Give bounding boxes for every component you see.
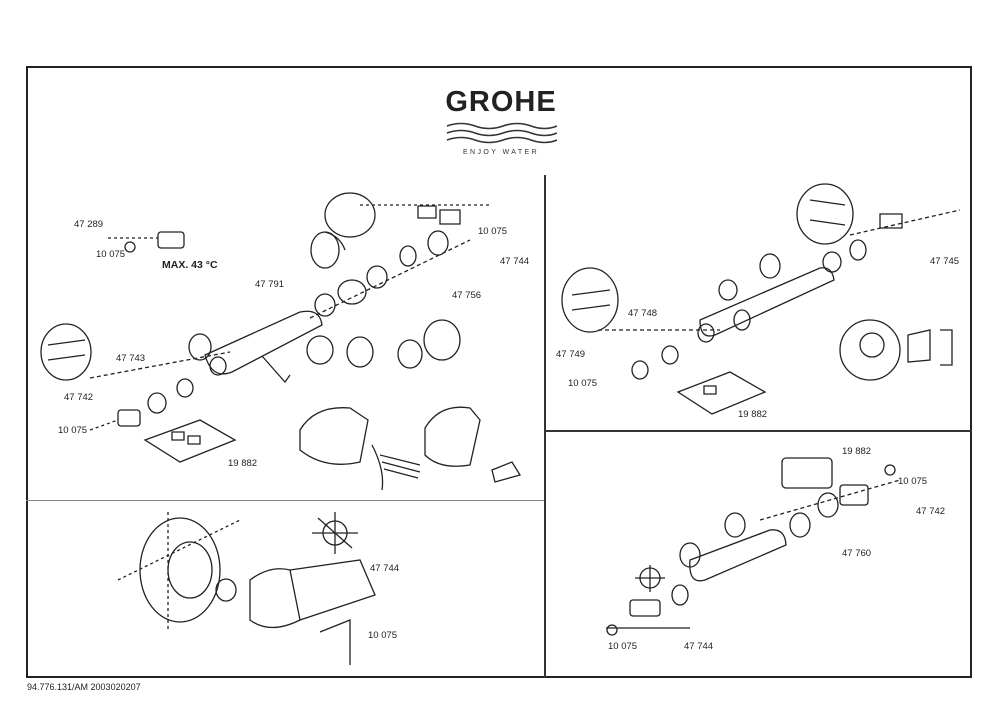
part-label: 47 743 (116, 353, 146, 364)
part-label: 47 791 (255, 279, 285, 290)
part-label: 47 756 (452, 290, 482, 301)
panel2-mixer-body (632, 254, 834, 379)
drawing-sheet-frame (26, 66, 972, 678)
part-label: 47 744 (370, 563, 400, 574)
panel4-lower-handle (606, 565, 690, 635)
panel1-left-handle (41, 324, 230, 430)
part-label: 10 075 (368, 630, 398, 641)
part-label: 47 760 (842, 548, 872, 559)
panel2-left-handle (562, 268, 720, 332)
document-code: 94.776.131/AM 2003020207 (27, 682, 141, 692)
panel1-temperature-knob (311, 193, 490, 268)
panel2-seal-kit (678, 372, 765, 414)
part-label: 47 742 (916, 506, 946, 517)
part-label: 47 744 (500, 256, 530, 267)
panel1-bath-mixer-body (189, 311, 460, 382)
part-label: 19 882 (228, 458, 258, 469)
part-label: 10 075 (58, 425, 88, 436)
right-horizontal-divider (546, 430, 972, 432)
part-label: 47 748 (628, 308, 658, 319)
panel1-seal-kit (145, 420, 235, 462)
panel2-detail-callout (840, 320, 952, 380)
panel4-mixer-body (672, 513, 810, 605)
brand-name: GROHE (445, 86, 557, 118)
vertical-divider (544, 175, 546, 678)
panel3-star-spindle (312, 512, 358, 554)
part-label: 10 075 (96, 249, 126, 260)
panel1-handle-assembly (300, 407, 520, 490)
part-label: 19 882 (842, 446, 872, 457)
panel4-cartridge (760, 458, 900, 520)
part-label: 19 882 (738, 409, 768, 420)
wave-icon (446, 122, 557, 144)
panel3-wall-flange (118, 512, 240, 630)
part-label: 10 075 (568, 378, 598, 389)
part-label: 10 075 (608, 641, 638, 652)
panel1-top-handle (108, 232, 184, 252)
part-label: 47 744 (684, 641, 714, 652)
part-label: 47 289 (74, 219, 104, 230)
part-label: 47 745 (930, 256, 960, 267)
part-label: 47 749 (556, 349, 586, 360)
panel1-cartridge-stack (310, 206, 470, 318)
max-temperature-label: MAX. 43 °C (162, 259, 218, 271)
brand-logo: GROHE ENJOY WATER (438, 86, 564, 156)
panel3-handle (250, 560, 375, 665)
part-label: 10 075 (478, 226, 508, 237)
part-label: 10 075 (898, 476, 928, 487)
panel2-temperature-knob (797, 184, 960, 272)
part-label: 47 742 (64, 392, 94, 403)
left-horizontal-divider (26, 500, 544, 501)
brand-tagline: ENJOY WATER (462, 149, 540, 156)
